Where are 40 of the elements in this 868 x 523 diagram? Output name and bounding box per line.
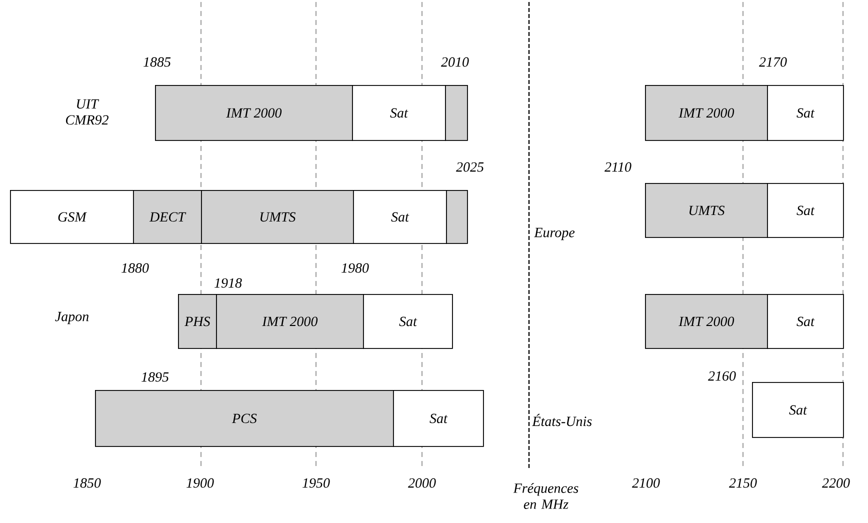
frequency-label: 2025 <box>456 162 484 172</box>
frequency-label: 1885 <box>144 57 171 67</box>
axis-tick-label: 1850 <box>74 478 101 488</box>
region-label: Japon <box>55 312 89 324</box>
band-segment: IMT 2000 <box>155 85 353 141</box>
axis-tick-label: 1900 <box>186 478 214 488</box>
frequency-label: 1918 <box>214 278 242 288</box>
band-segment: PHS <box>178 294 217 349</box>
band-segment <box>446 190 468 244</box>
band-segment: Sat <box>353 190 447 244</box>
frequency-label: 1895 <box>142 372 169 382</box>
band-segment: Sat <box>352 85 446 141</box>
axis-tick-label: 2000 <box>408 478 436 488</box>
band-segment <box>445 85 468 141</box>
axis-tick-label: 2200 <box>822 478 850 488</box>
band-segment: UMTS <box>645 183 768 238</box>
frequency-label: 2110 <box>604 162 632 172</box>
frequency-label: 1980 <box>342 263 369 273</box>
axis-tick-label: 2150 <box>729 478 757 488</box>
band-segment: Sat <box>767 294 844 349</box>
region-label: UIT CMR92 <box>66 99 108 125</box>
band-segment: Sat <box>752 382 844 438</box>
band-segment: Sat <box>393 390 484 447</box>
band-segment: DECT <box>133 190 202 244</box>
frequency-label: 1880 <box>122 263 149 273</box>
frequency-label: 2170 <box>759 57 787 67</box>
band-segment: Sat <box>767 183 844 238</box>
band-segment: IMT 2000 <box>645 294 768 349</box>
frequency-label: 2010 <box>441 57 469 67</box>
frequency-label: 2160 <box>708 371 736 381</box>
band-segment: PCS <box>95 390 394 447</box>
axis-title: Fréquences en MHz <box>513 483 578 509</box>
region-label: Europe <box>534 228 575 240</box>
band-segment: Sat <box>363 294 453 349</box>
band-segment: Sat <box>767 85 844 141</box>
band-segment: GSM <box>10 190 134 244</box>
axis-tick-label: 2100 <box>632 478 660 488</box>
axis-tick-label: 1950 <box>302 478 330 488</box>
region-label: États-Unis <box>532 414 592 426</box>
band-segment: IMT 2000 <box>645 85 768 141</box>
